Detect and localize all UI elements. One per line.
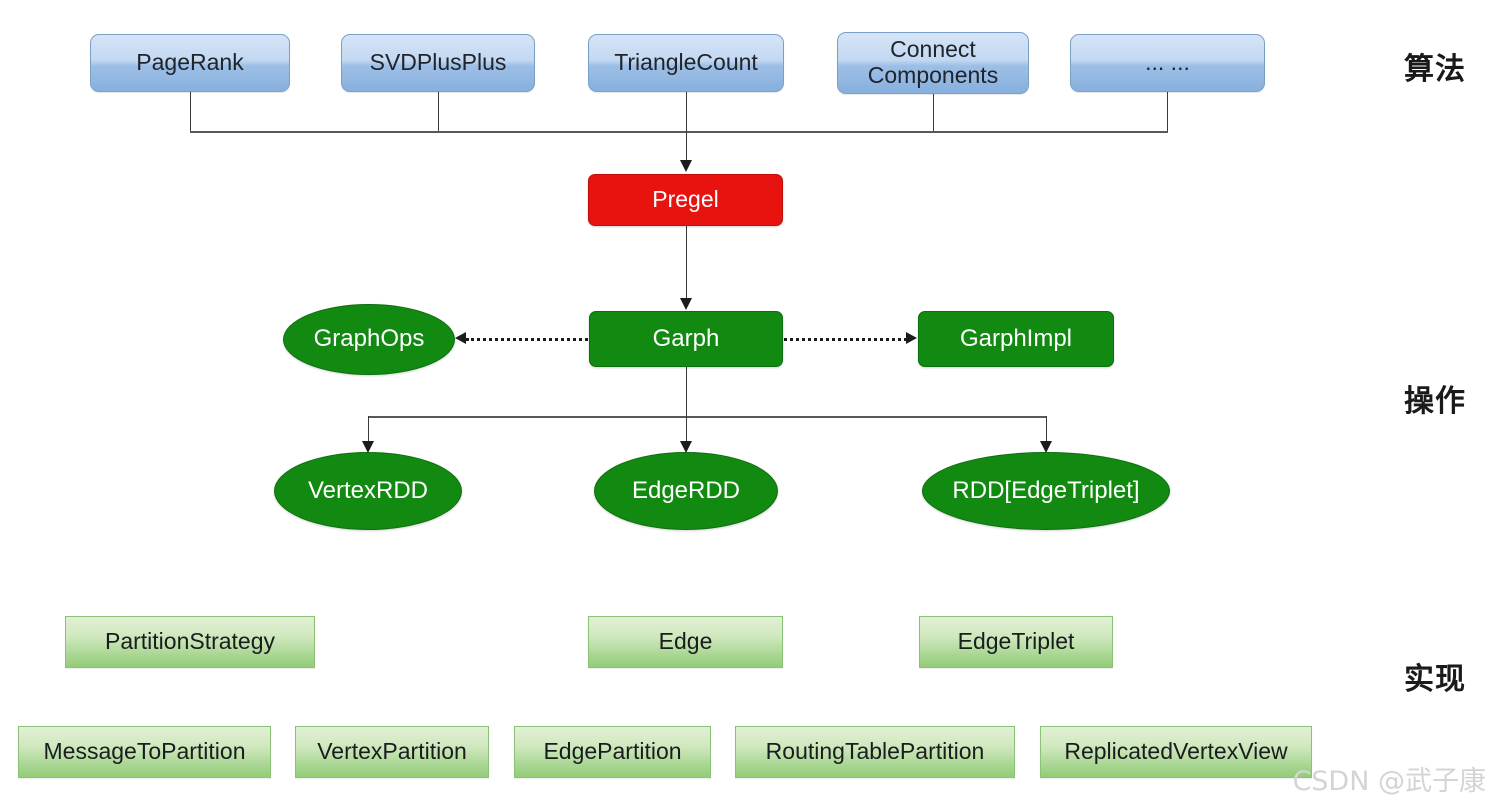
algorithm-node-svdplusplus[interactable]: SVDPlusPlus: [341, 34, 535, 92]
impl-node-edge[interactable]: Edge: [588, 616, 783, 668]
graph-node-garph[interactable]: Garph: [589, 311, 783, 367]
algorithm-node-connectcomponents[interactable]: Connect Components: [837, 32, 1029, 94]
graph-node-garphimpl[interactable]: GarphImpl: [918, 311, 1114, 367]
node-label: PageRank: [136, 49, 244, 76]
connector-pagerank-stub: [190, 92, 191, 132]
connector-more-stub: [1167, 92, 1168, 132]
rdd-node-rddedgetriplet[interactable]: RDD[EdgeTriplet]: [922, 452, 1170, 530]
connector-trianglecount-stub: [686, 92, 687, 132]
node-label: Pregel: [652, 186, 719, 213]
rdd-node-vertexrdd[interactable]: VertexRDD: [274, 452, 462, 530]
connector-pregel-to-garph: [686, 226, 687, 302]
connector-svdplusplus-stub: [438, 92, 439, 132]
section-label-implementation: 实现: [1404, 662, 1466, 697]
section-label-operations: 操作: [1404, 384, 1466, 419]
arrowhead-pregel-to-garph: [680, 298, 692, 310]
arrowhead-garph-to-graphops: [455, 332, 466, 344]
node-label: Garph: [652, 324, 720, 352]
connector-garph-down: [686, 367, 687, 417]
node-label: Edge: [658, 628, 713, 655]
arrowhead-bus-to-vertexrdd: [362, 441, 374, 453]
impl-node-partitionstrategy[interactable]: PartitionStrategy: [65, 616, 315, 668]
impl-node-routingtablepartition[interactable]: RoutingTablePartition: [735, 726, 1015, 778]
arrowhead-garph-to-garphimpl: [906, 332, 917, 344]
impl-node-replicatedvertexview[interactable]: ReplicatedVertexView: [1040, 726, 1312, 778]
node-label: PartitionStrategy: [104, 628, 276, 655]
connector-garph-to-graphops: [466, 338, 588, 341]
node-label: MessageToPartition: [43, 738, 246, 765]
arrowhead-bus-to-pregel: [680, 160, 692, 172]
graph-node-graphops[interactable]: GraphOps: [283, 304, 455, 375]
impl-node-messagetopartition[interactable]: MessageToPartition: [18, 726, 271, 778]
section-label-algorithms: 算法: [1404, 52, 1466, 87]
connector-algorithm-bus: [190, 131, 1168, 133]
node-label: EdgeTriplet: [957, 628, 1075, 655]
algorithm-node-pagerank[interactable]: PageRank: [90, 34, 290, 92]
node-label: GraphOps: [313, 325, 425, 353]
node-label: ... ...: [1145, 49, 1190, 76]
connector-bus-to-rddedgetriplet: [1046, 416, 1047, 445]
node-label: ReplicatedVertexView: [1064, 738, 1288, 765]
impl-node-vertexpartition[interactable]: VertexPartition: [295, 726, 489, 778]
node-label: EdgePartition: [543, 738, 682, 765]
connector-bus-to-vertexrdd: [368, 416, 369, 445]
impl-node-edgetriplet[interactable]: EdgeTriplet: [919, 616, 1113, 668]
node-label: VertexRDD: [307, 476, 429, 504]
impl-node-edgepartition[interactable]: EdgePartition: [514, 726, 711, 778]
node-label: GarphImpl: [959, 324, 1073, 352]
pregel-node[interactable]: Pregel: [588, 174, 783, 226]
node-label: EdgeRDD: [631, 476, 741, 504]
node-label: Connect Components: [867, 36, 999, 88]
connector-bus-to-edgerdd: [686, 416, 687, 445]
node-label: SVDPlusPlus: [369, 49, 507, 76]
node-label: RDD[EdgeTriplet]: [952, 476, 1140, 504]
connector-rdd-bus: [368, 416, 1047, 418]
rdd-node-edgerdd[interactable]: EdgeRDD: [594, 452, 778, 530]
arrowhead-bus-to-rddedgetriplet: [1040, 441, 1052, 453]
node-label: VertexPartition: [317, 738, 467, 765]
algorithm-node-trianglecount[interactable]: TriangleCount: [588, 34, 784, 92]
connector-garph-to-garphimpl: [784, 338, 907, 341]
node-label: RoutingTablePartition: [765, 738, 985, 765]
connector-connectcomponents-stub: [933, 94, 934, 132]
algorithm-node-more[interactable]: ... ...: [1070, 34, 1265, 92]
csdn-watermark: CSDN @武子康: [1292, 766, 1486, 797]
node-label: TriangleCount: [614, 49, 758, 76]
connector-bus-to-pregel: [686, 131, 687, 163]
arrowhead-bus-to-edgerdd: [680, 441, 692, 453]
